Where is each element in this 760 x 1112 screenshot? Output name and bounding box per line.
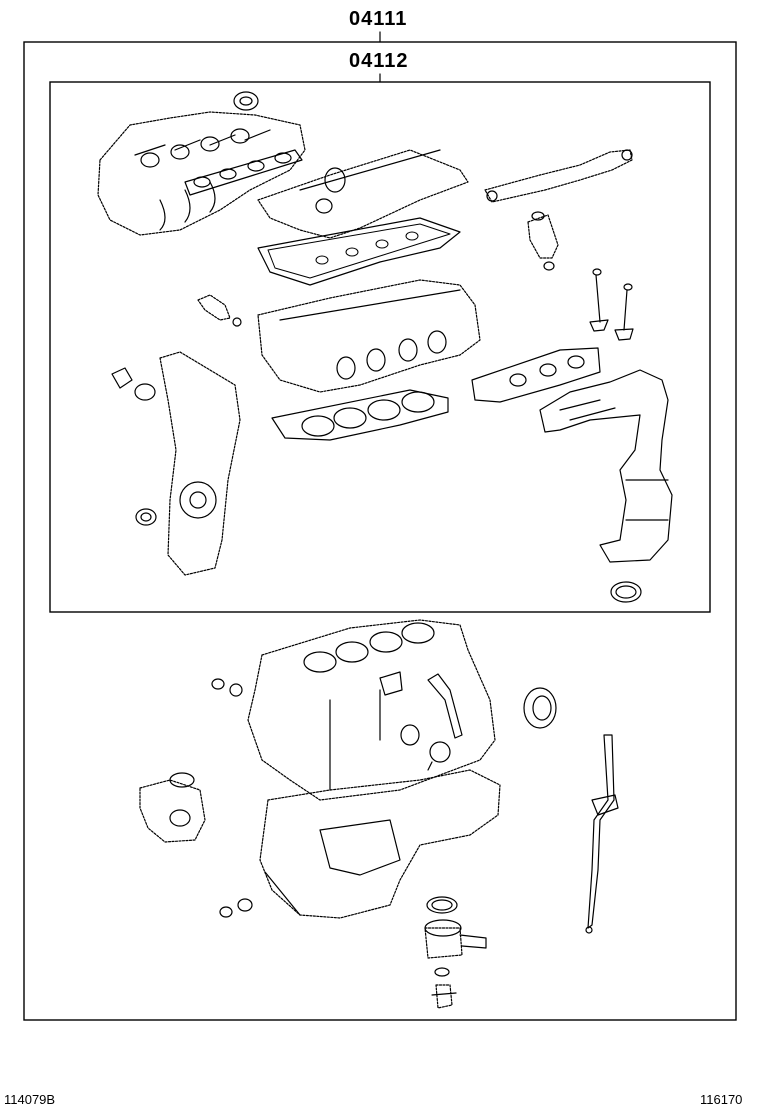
outer-kit-frame [23, 41, 737, 1021]
block-plug-parts [211, 678, 243, 697]
cylinder-block-part [247, 619, 496, 801]
crank-oil-seal-part [135, 508, 157, 526]
oil-filter-housing-part [424, 919, 487, 959]
block-small-seal-part [400, 724, 420, 746]
exhaust-valve-part [614, 283, 634, 341]
cylinder-head-part [257, 279, 481, 393]
oil-pressure-sender-part [427, 741, 451, 771]
intake-manifold-part [97, 111, 306, 236]
water-pipe-part [427, 673, 463, 739]
timing-chain-cover-part [159, 351, 241, 576]
illustration-code-left: 114079B [4, 1092, 56, 1107]
fuel-rail-part [484, 149, 633, 203]
oil-pan-part [259, 769, 501, 919]
exhaust-manifold-gasket-part [471, 347, 601, 403]
fuel-injector-part [527, 211, 559, 271]
intake-valve-part [589, 268, 609, 332]
rear-main-seal-part [523, 687, 557, 729]
sensor-part [197, 294, 242, 327]
exhaust-manifold-part [539, 369, 673, 563]
exhaust-ring-gasket-part [610, 581, 642, 603]
intake-manifold-gasket-part [184, 149, 303, 196]
valve-cover-gasket-part [257, 217, 461, 286]
water-pump-part [139, 772, 206, 843]
oil-filter-gasket-part [426, 896, 458, 914]
oil-filter-union-part [431, 967, 457, 1009]
illustration-code-right: 116170 [700, 1092, 743, 1107]
throttle-gasket-part [233, 91, 259, 111]
inner-kit-number: 04112 [349, 50, 409, 72]
inner-kit-frame [49, 81, 711, 613]
drain-plug-part [219, 898, 253, 918]
outer-kit-number: 04111 [349, 8, 408, 30]
head-gasket-part [271, 389, 449, 441]
oil-dipstick-part [585, 734, 619, 934]
valve-cover-part [257, 149, 469, 239]
water-inlet-part [111, 367, 156, 401]
